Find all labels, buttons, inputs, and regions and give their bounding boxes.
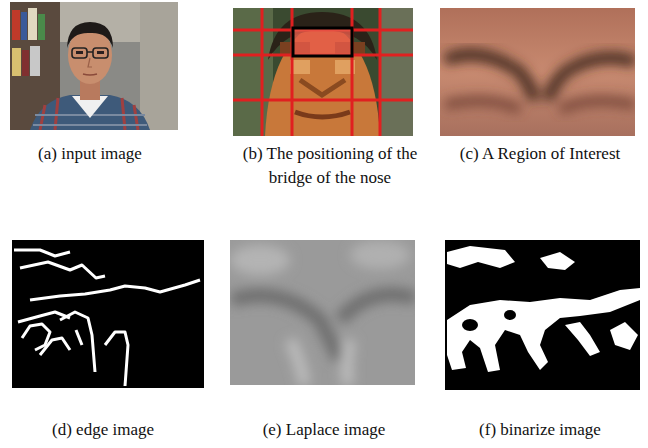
nose-bridge-grid	[233, 8, 413, 136]
figure-caption: (c) A Region of Interest	[440, 142, 640, 166]
roi-patch	[440, 8, 635, 136]
figure-caption: (d) edge image	[8, 418, 198, 442]
laplace-map	[230, 240, 415, 385]
figure-caption: (f) binarize image	[440, 418, 640, 442]
edge-map	[12, 240, 204, 388]
input-photo	[10, 2, 178, 130]
figure-caption: (a) input image	[4, 142, 176, 166]
figure-caption: (e) Laplace image	[226, 418, 422, 442]
binary-map	[445, 240, 640, 390]
figure-caption: (b) The positioning of the bridge of the…	[232, 142, 428, 190]
